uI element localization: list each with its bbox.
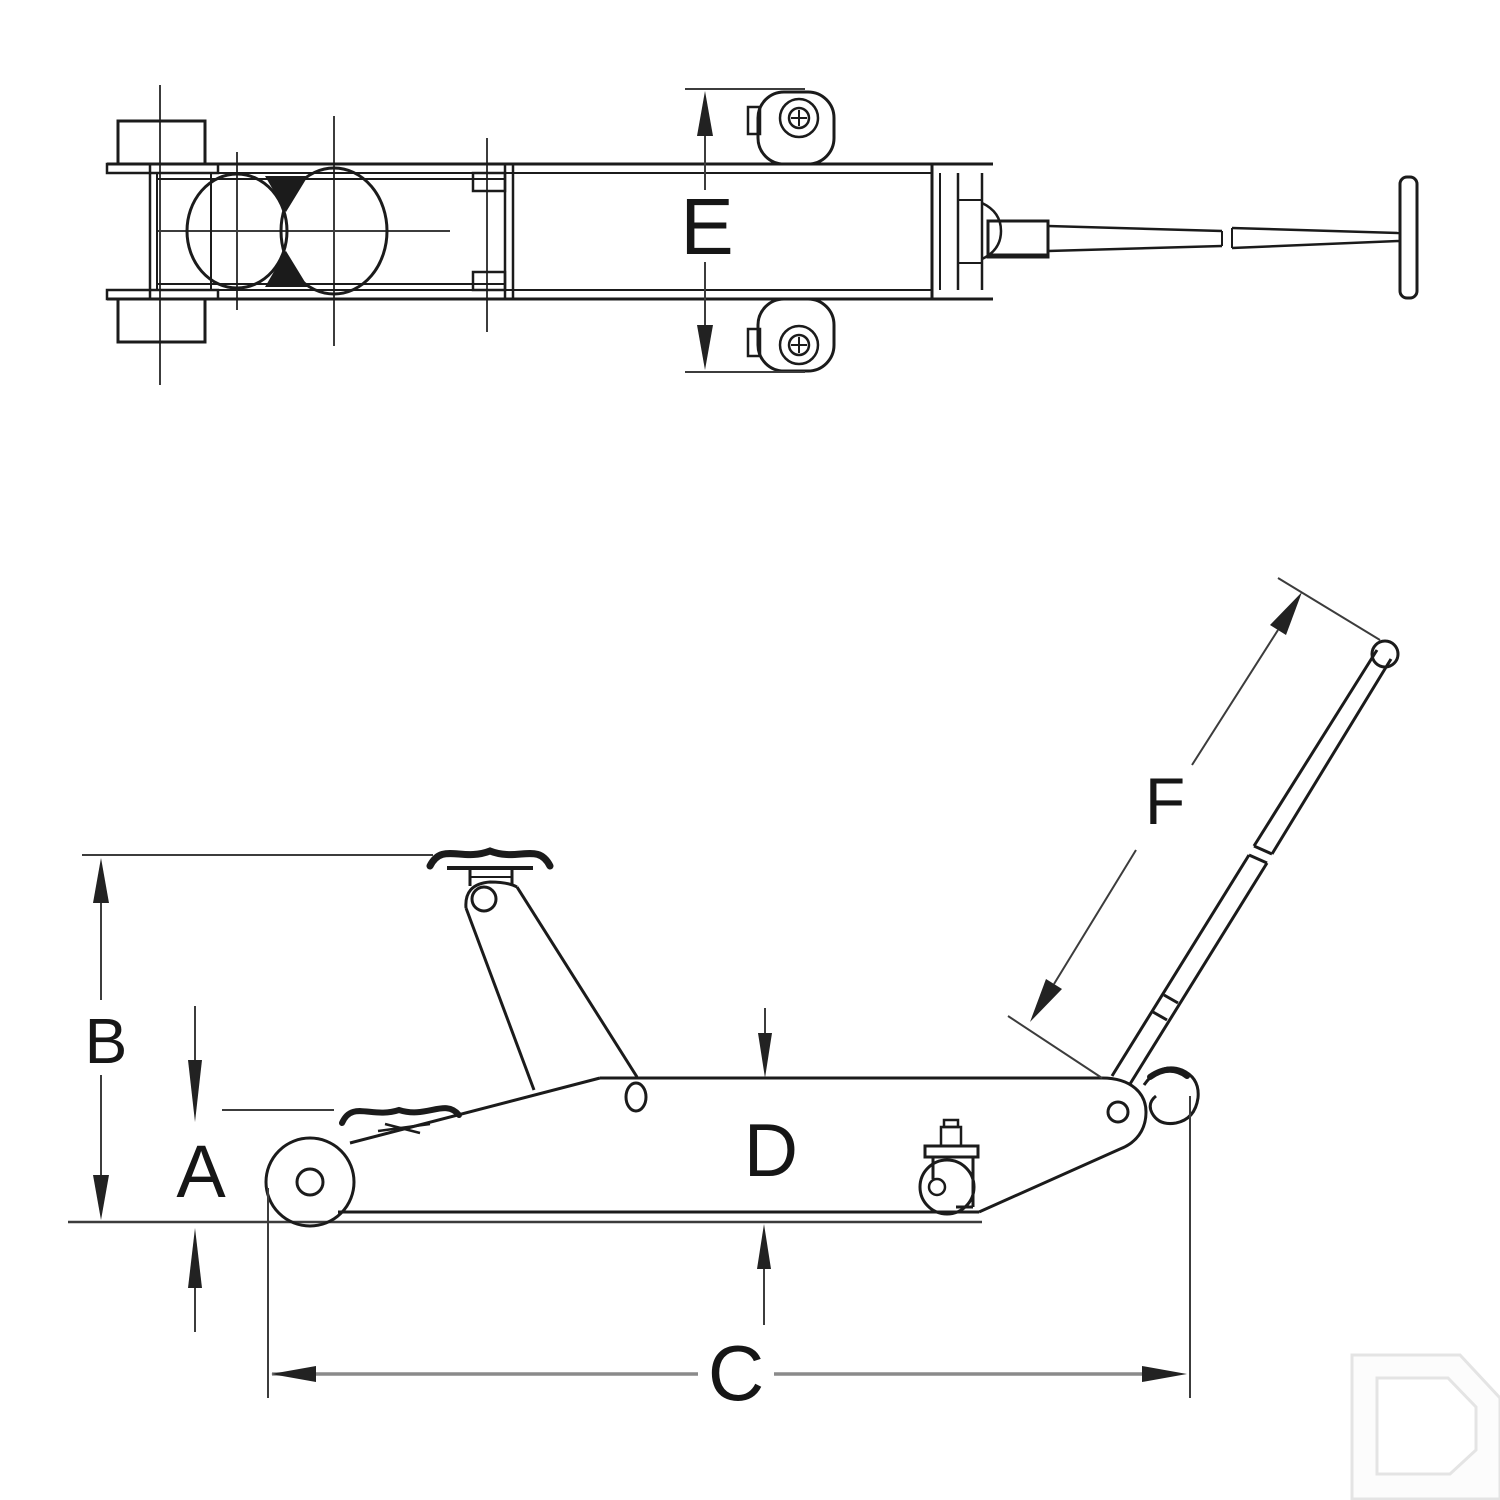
side-view: B A D C (68, 577, 1400, 1417)
plan-rear-boss (956, 173, 1003, 290)
plan-caster-mount-top (746, 90, 836, 166)
dimension-B: B (82, 854, 433, 1220)
plan-handle (986, 175, 1419, 300)
side-front-wheel (264, 1136, 356, 1228)
side-body-hole (624, 1081, 648, 1113)
dimension-A-label: A (176, 1130, 226, 1213)
dimension-A: A (176, 1006, 334, 1332)
plan-chassis (107, 162, 993, 301)
dimension-C: C (267, 1096, 1191, 1417)
watermark-d-logo (1350, 1353, 1500, 1500)
saddle-raised (426, 847, 554, 870)
top-view: E (105, 85, 1419, 385)
side-caster-hub (927, 1177, 947, 1197)
saddle-lowered (339, 1105, 462, 1135)
plan-caster-mount-bottom (746, 297, 836, 373)
side-lift-arm (426, 847, 639, 1091)
dimension-B-label: B (85, 1005, 128, 1077)
dimension-F: F (1007, 577, 1381, 1079)
side-handle-knob (1370, 639, 1400, 669)
side-body (338, 1076, 1148, 1214)
dimension-D-label: D (744, 1108, 798, 1192)
side-saddle-pivot (470, 885, 498, 913)
dimension-E: E (680, 88, 805, 373)
side-front-wheel-hub (295, 1167, 325, 1197)
plan-front-wheels (185, 166, 389, 296)
dimension-D: D (744, 1008, 798, 1325)
side-rear-caster (918, 1118, 980, 1216)
dimension-C-label: C (708, 1329, 764, 1417)
dimension-E-label: E (680, 182, 733, 271)
plan-flange-top (105, 162, 220, 175)
side-rear-pivot-hole (1106, 1100, 1130, 1124)
plan-wheel-block-bottom (116, 297, 207, 344)
side-handle (1110, 639, 1400, 1085)
plan-wheel-block-top (116, 119, 207, 166)
plan-t-handle-bar (1398, 175, 1419, 300)
dimension-F-label: F (1145, 764, 1185, 838)
